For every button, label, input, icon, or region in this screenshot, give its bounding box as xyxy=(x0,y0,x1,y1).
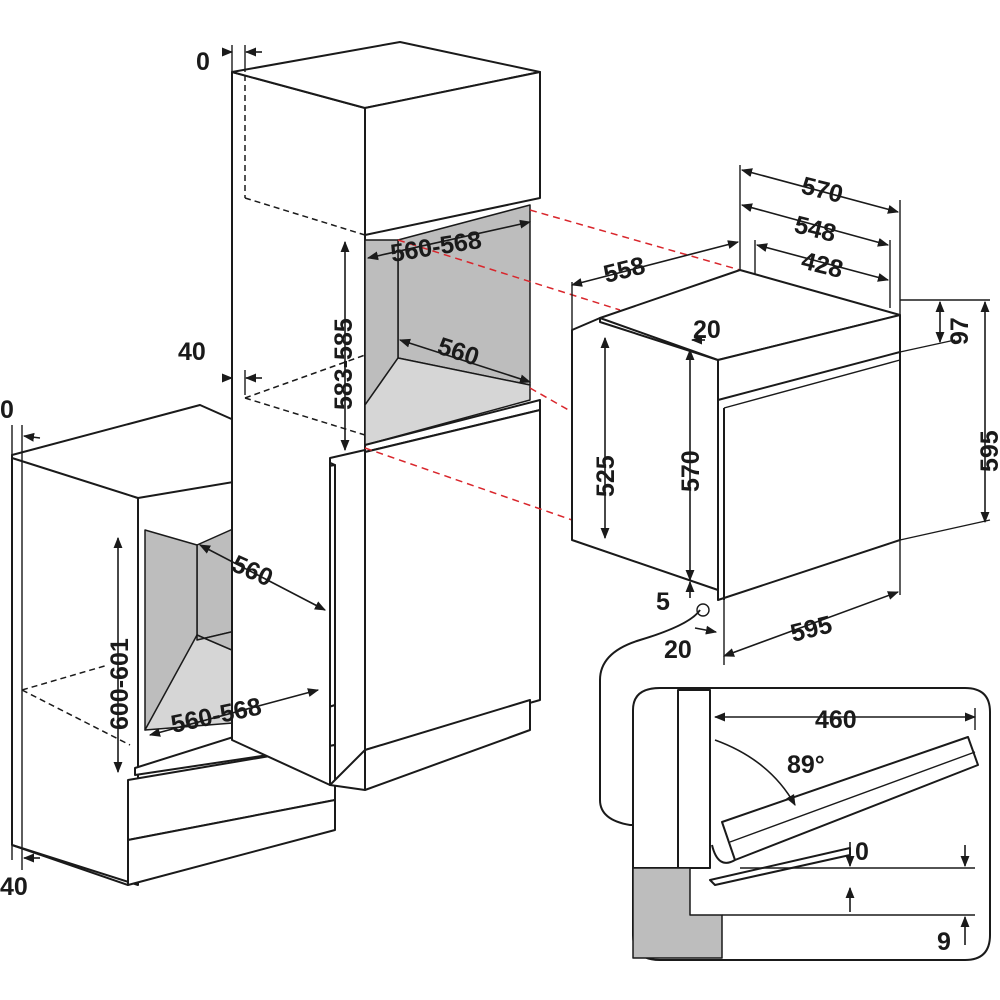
label-tall-mid-gap: 40 xyxy=(178,338,206,366)
label-under-bottom-gap: 40 xyxy=(0,873,28,901)
label-door-angle: 89° xyxy=(787,751,825,779)
label-oven-inner-height: 570 xyxy=(677,450,705,492)
label-oven-depth-inner: 428 xyxy=(799,247,846,284)
oven-door-top-line xyxy=(723,359,901,409)
tall-cabinet-lower-front xyxy=(364,409,541,751)
under-hidden-line-2 xyxy=(21,689,131,746)
oven-428-depth-dim xyxy=(755,243,890,282)
oven-control-panel-line xyxy=(717,351,901,401)
tall-niche-width-dim xyxy=(366,219,532,261)
under-niche-depth-dim xyxy=(199,544,326,611)
tall-cabinet xyxy=(231,41,541,791)
oven-595-width-dim xyxy=(722,591,900,657)
label-oven-depth-total: 570 xyxy=(799,172,846,209)
oven-97-ref-bottom xyxy=(899,339,956,353)
detail-base-block xyxy=(632,867,723,959)
oven-front xyxy=(717,314,901,601)
tall-niche-depth-dim xyxy=(398,338,532,384)
under-niche-width-dim xyxy=(148,688,320,737)
label-under-niche-height: 600-601 xyxy=(106,638,134,730)
label-tall-top-gap: 0 xyxy=(196,48,210,76)
label-oven-depth-body: 548 xyxy=(792,211,839,248)
label-tall-niche-height: 583-585 xyxy=(330,318,358,410)
label-door-clearance: 9 xyxy=(937,928,951,956)
label-oven-width: 595 xyxy=(788,611,835,648)
detail-hinge-bar xyxy=(709,847,851,886)
under-cabinet-plinth xyxy=(127,799,336,886)
oven-548-depth-dim xyxy=(740,203,890,247)
under-cabinet-base-edge xyxy=(11,844,129,886)
label-oven-body-height: 525 xyxy=(592,455,620,497)
label-oven-panel-height: 97 xyxy=(946,317,974,345)
dimension-lines xyxy=(11,45,991,870)
oven-20-front-arrow xyxy=(694,625,718,635)
under-top-gap-arrow xyxy=(22,432,41,442)
detail-door-inner-line xyxy=(729,751,976,843)
detail-hinge xyxy=(711,844,736,864)
detail-wall-panel xyxy=(677,689,711,869)
label-under-top-gap: 0 xyxy=(0,396,14,424)
tall-hidden-line-3 xyxy=(244,354,366,399)
label-oven-side-depth: 558 xyxy=(601,252,648,289)
under-hidden-line-1 xyxy=(21,664,109,691)
oven-558-depth-dim xyxy=(570,240,740,287)
label-door-gap: 0 xyxy=(855,838,869,866)
door-detail-callout xyxy=(599,609,991,961)
tall-cabinet-plinth xyxy=(329,699,531,791)
label-oven-bottom-offset: 5 xyxy=(656,588,670,616)
oven-595-ref-bottom xyxy=(899,519,991,541)
label-oven-total-height: 595 xyxy=(976,430,1000,472)
label-oven-front-offset: 20 xyxy=(664,636,692,664)
detail-callout-marker xyxy=(696,603,710,617)
label-oven-top-offset: 20 xyxy=(693,316,721,344)
label-door-open-depth: 460 xyxy=(815,706,857,734)
alignment-line-4 xyxy=(364,447,573,521)
oven xyxy=(571,269,901,601)
detail-callout-frame xyxy=(599,609,991,961)
tall-cabinet-upper-front xyxy=(364,71,541,236)
detail-angle-arc xyxy=(714,739,796,806)
tall-hidden-line-1 xyxy=(244,197,366,236)
alignment-line-3 xyxy=(529,387,573,413)
